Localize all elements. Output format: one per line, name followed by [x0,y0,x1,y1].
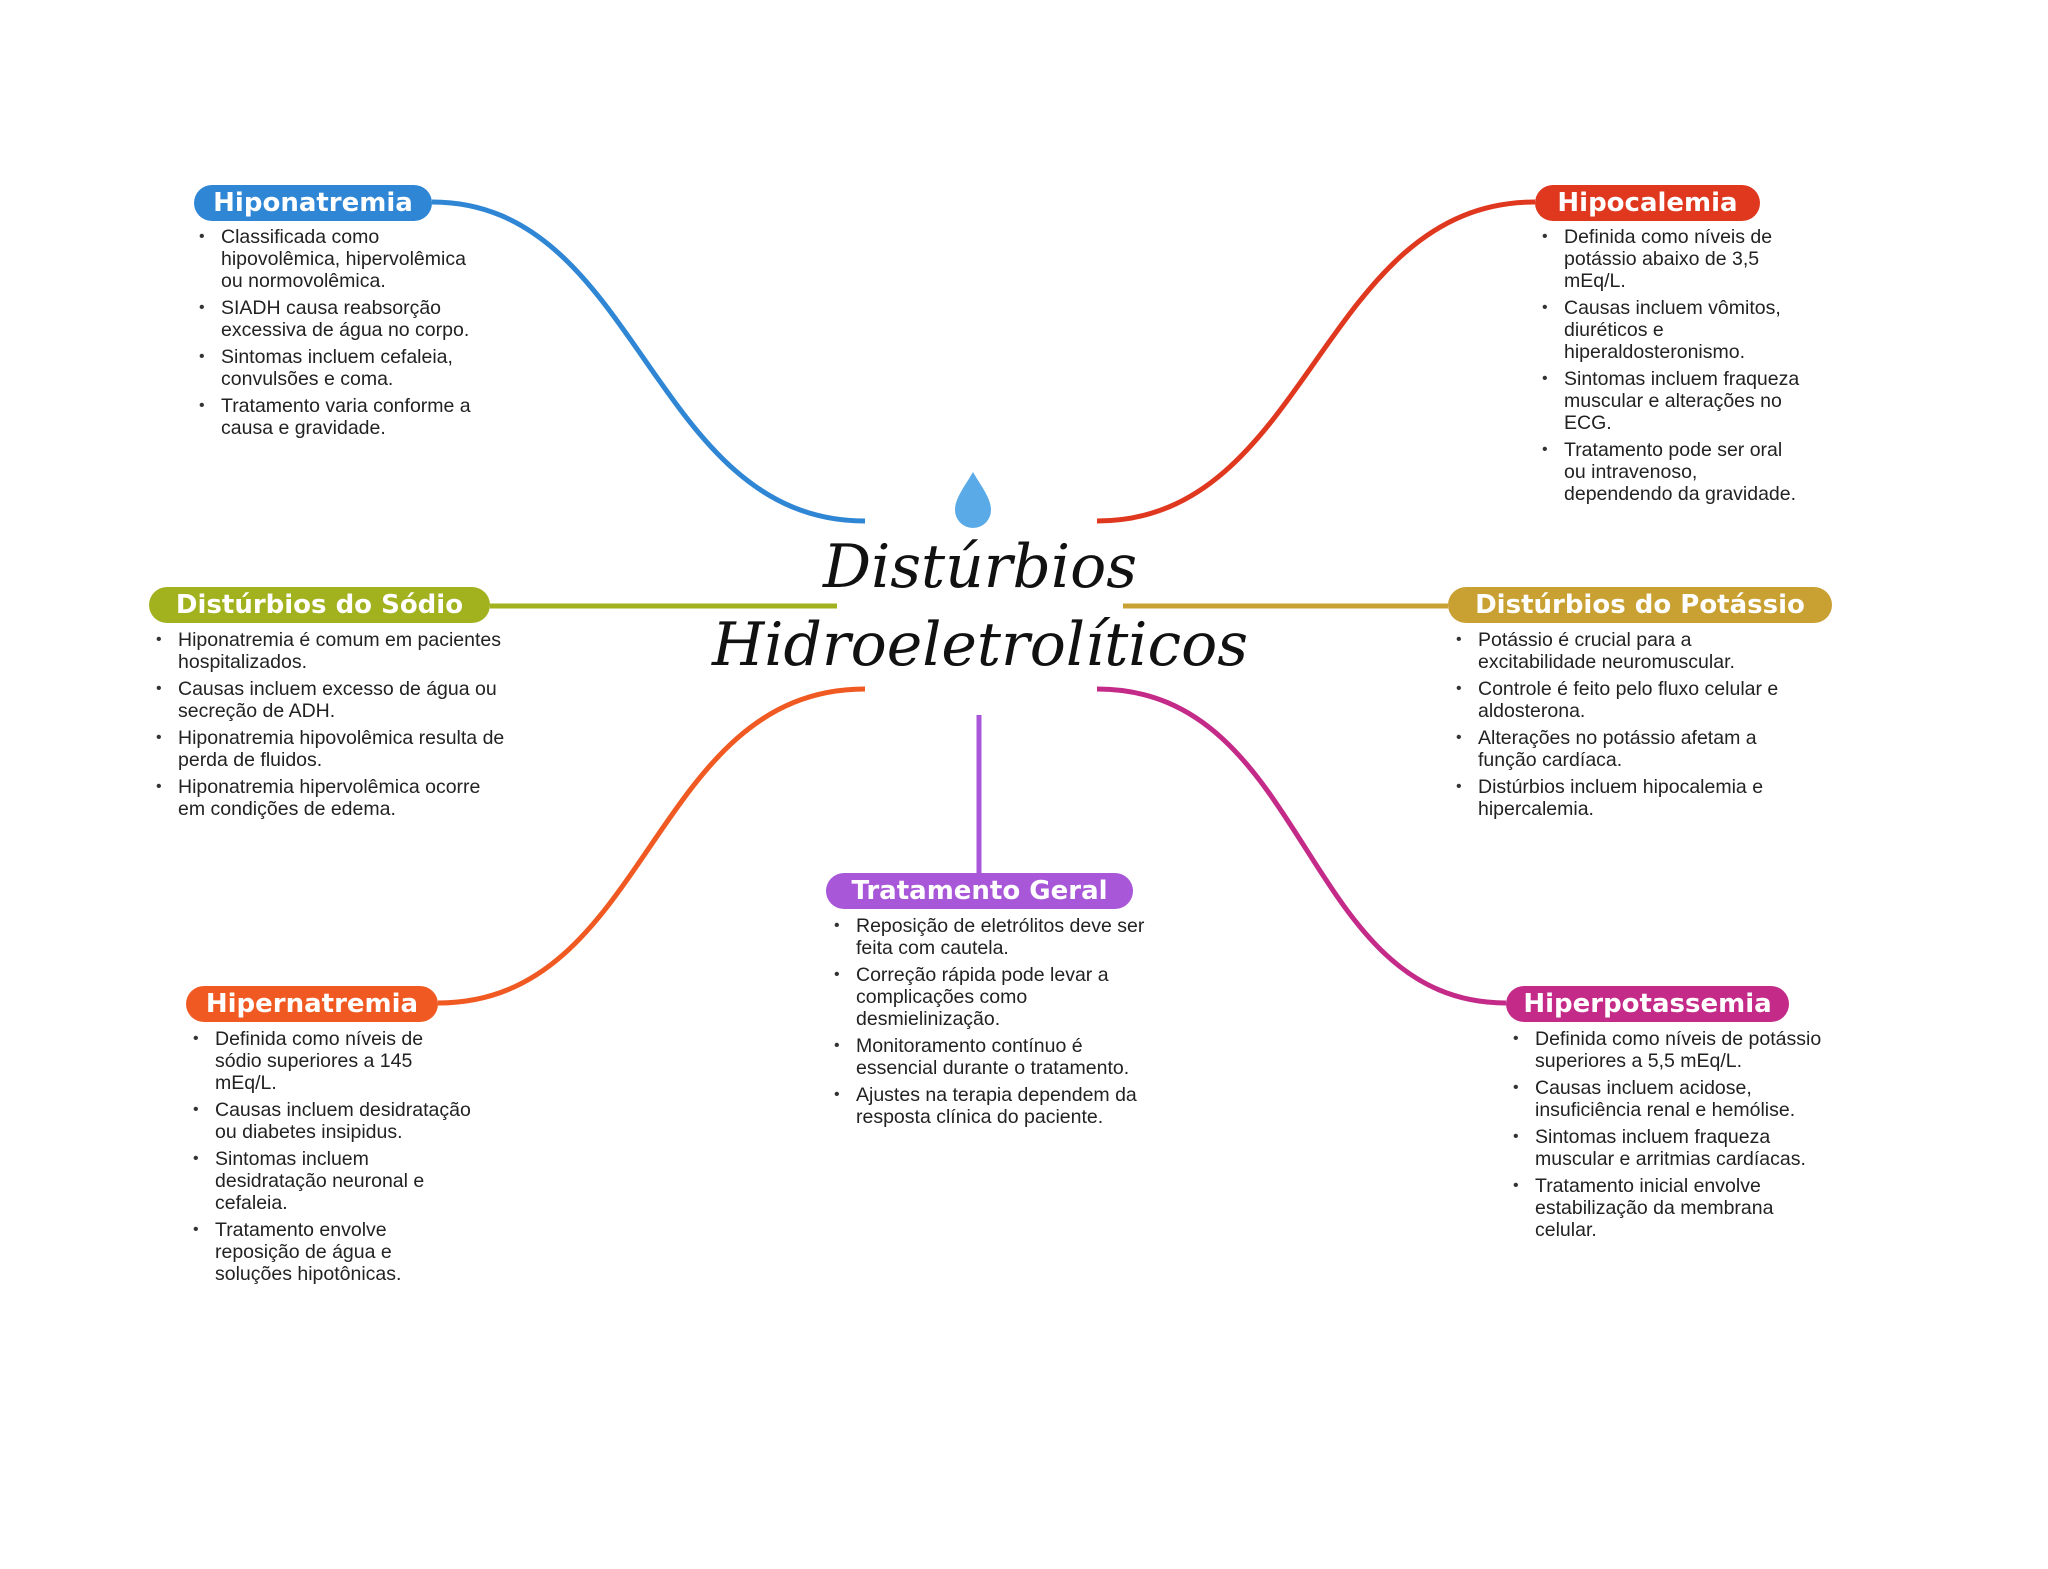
list-item: Controle é feito pelo fluxo celular e al… [1456,678,1806,722]
connector-hipocalemia [1096,199,1536,524]
list-item: Tratamento inicial envolve estabilização… [1513,1175,1823,1241]
node-hiponatremia[interactable]: Hiponatremia [194,185,432,221]
list-item: Definida como níveis de sódio superiores… [193,1028,473,1094]
list-item: Definida como níveis de potássio abaixo … [1542,226,1802,292]
list-item: Alterações no potássio afetam a função c… [1456,727,1806,771]
node-hipocalemia[interactable]: Hipocalemia [1535,185,1760,221]
list-item: Tratamento varia conforme a causa e grav… [199,395,479,439]
node-hiperpotassemia[interactable]: Hiperpotassemia [1506,986,1789,1022]
connector-hipernatremia [437,686,866,1006]
list-item: Correção rápida pode levar a complicaçõe… [834,964,1154,1030]
list-hiponatremia: Classificada como hipovolêmica, hipervol… [199,226,479,444]
node-disturbios-sodio[interactable]: Distúrbios do Sódio [149,587,490,623]
list-item: Hiponatremia hipervolêmica ocorre em con… [156,776,506,820]
list-potassio: Potássio é crucial para a excitabilidade… [1456,629,1806,825]
central-title-line1: Distúrbios [822,532,1138,602]
connector-hiperpotassemia [1096,686,1507,1006]
list-hiperpotassemia: Definida como níveis de potássio superio… [1513,1028,1823,1246]
central-title-line2: Hidroeletrolíticos [711,610,1249,680]
node-tratamento-geral[interactable]: Tratamento Geral [826,873,1133,909]
list-sodio: Hiponatremia é comum em pacientes hospit… [156,629,506,825]
list-item: Sintomas incluem fraqueza muscular e alt… [1542,368,1802,434]
list-item: Definida como níveis de potássio superio… [1513,1028,1823,1072]
list-item: Sintomas incluem desidratação neuronal e… [193,1148,473,1214]
list-item: Sintomas incluem cefaleia, convulsões e … [199,346,479,390]
list-item: Causas incluem excesso de água ou secreç… [156,678,506,722]
list-item: Hiponatremia é comum em pacientes hospit… [156,629,506,673]
list-item: Distúrbios incluem hipocalemia e hiperca… [1456,776,1806,820]
list-tratamento: Reposição de eletrólitos deve ser feita … [834,915,1154,1133]
list-item: SIADH causa reabsorção excessiva de água… [199,297,479,341]
list-item: Classificada como hipovolêmica, hipervol… [199,226,479,292]
list-hipernatremia: Definida como níveis de sódio superiores… [193,1028,473,1290]
list-item: Causas incluem acidose, insuficiência re… [1513,1077,1823,1121]
list-item: Monitoramento contínuo é essencial duran… [834,1035,1154,1079]
list-item: Hiponatremia hipovolêmica resulta de per… [156,727,506,771]
list-item: Causas incluem desidratação ou diabetes … [193,1099,473,1143]
water-drop-icon [955,472,991,528]
list-item: Tratamento envolve reposição de água e s… [193,1219,473,1285]
list-item: Sintomas incluem fraqueza muscular e arr… [1513,1126,1823,1170]
node-disturbios-potassio[interactable]: Distúrbios do Potássio [1448,587,1832,623]
node-hipernatremia[interactable]: Hipernatremia [186,986,438,1022]
list-item: Tratamento pode ser oral ou intravenoso,… [1542,439,1802,505]
list-item: Potássio é crucial para a excitabilidade… [1456,629,1806,673]
list-hipocalemia: Definida como níveis de potássio abaixo … [1542,226,1802,510]
connector-hiponatremia [431,199,866,524]
list-item: Ajustes na terapia dependem da resposta … [834,1084,1154,1128]
list-item: Reposição de eletrólitos deve ser feita … [834,915,1154,959]
list-item: Causas incluem vômitos, diuréticos e hip… [1542,297,1802,363]
